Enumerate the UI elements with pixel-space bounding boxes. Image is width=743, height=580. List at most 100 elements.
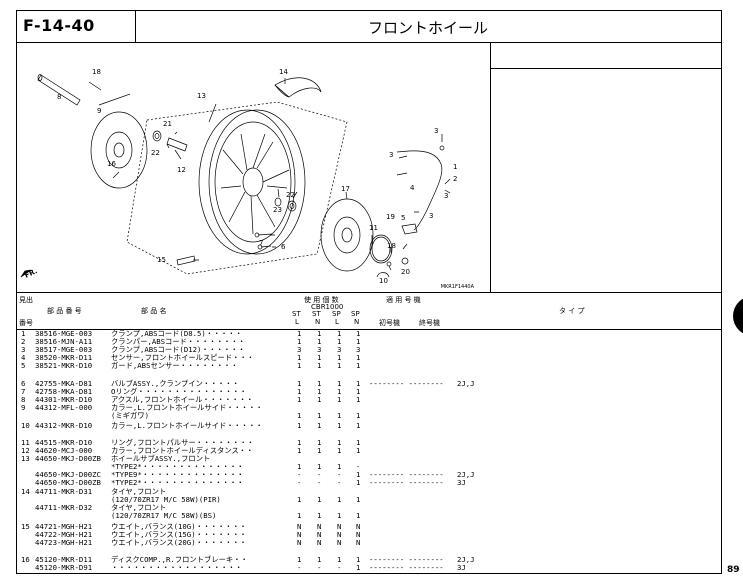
callout-19: 19 bbox=[386, 213, 395, 221]
col-qty-4-bottom: N bbox=[354, 318, 360, 326]
row-part-number: 44515-MKR-D10 bbox=[35, 438, 93, 447]
row-qty-3: 1 bbox=[337, 462, 342, 471]
row-serial-range: -------- -------- bbox=[369, 478, 444, 487]
row-qty-4: 1 bbox=[356, 563, 361, 572]
row-qty-2: 1 bbox=[317, 438, 322, 447]
row-qty-4: 1 bbox=[356, 421, 361, 430]
row-part-name: ウエイト,バランス(15G)・・・・・・・ bbox=[111, 530, 247, 539]
row-qty-4: 1 bbox=[356, 446, 361, 455]
row-ref-number: 6 bbox=[21, 379, 26, 388]
row-qty-1: N bbox=[297, 530, 302, 539]
diagram-code: MKR1F1440A bbox=[440, 284, 474, 290]
row-qty-4: 1 bbox=[356, 411, 361, 420]
row-part-name: カラー,フロントホイールディスタンス・・ bbox=[111, 446, 254, 455]
col-qty-2-bottom: N bbox=[315, 318, 321, 326]
row-qty-3: 1 bbox=[337, 421, 342, 430]
row-part-number: 42758-MKA-D81 bbox=[35, 387, 93, 396]
row-qty-3: - bbox=[337, 563, 342, 572]
row-ref-number: 11 bbox=[21, 438, 30, 447]
row-qty-1: 3 bbox=[297, 345, 302, 354]
row-part-number: 45120-MKR-D11 bbox=[35, 555, 93, 564]
callout-2: 2 bbox=[453, 175, 457, 183]
row-serial-range: -------- -------- bbox=[369, 555, 444, 564]
row-ref-number: 15 bbox=[21, 522, 30, 531]
row-qty-4: 1 bbox=[356, 387, 361, 396]
row-qty-4: 1 bbox=[356, 470, 361, 479]
callout-5: 5 bbox=[401, 214, 405, 222]
row-part-number: 44723-MGH-H21 bbox=[35, 538, 93, 547]
callout-13: 13 bbox=[197, 92, 206, 100]
page-number: 89 bbox=[727, 565, 740, 575]
row-qty-4: 3 bbox=[356, 345, 361, 354]
callout-18: 18 bbox=[92, 68, 101, 76]
header-divider bbox=[135, 11, 136, 42]
row-qty-1: - bbox=[297, 470, 302, 479]
row-qty-2: N bbox=[317, 530, 322, 539]
row-qty-3: 1 bbox=[337, 387, 342, 396]
col-first-no: 初号機 bbox=[379, 319, 400, 327]
callout-6: 6 bbox=[281, 243, 286, 251]
row-qty-1: 1 bbox=[297, 411, 302, 420]
row-qty-2: 1 bbox=[317, 353, 322, 362]
row-part-number: 38517-MGE-003 bbox=[35, 345, 93, 354]
row-qty-2: 1 bbox=[317, 446, 322, 455]
row-type: 2J,J bbox=[457, 470, 475, 479]
row-qty-1: N bbox=[297, 522, 302, 531]
notes-box bbox=[490, 42, 721, 292]
row-ref-number: 4 bbox=[21, 353, 26, 362]
row-qty-3: 1 bbox=[337, 329, 342, 338]
callout-14: 14 bbox=[279, 68, 288, 76]
callout-9: 9 bbox=[97, 107, 101, 115]
col-part-no: 部 品 番 号 bbox=[47, 307, 82, 315]
row-qty-2: 3 bbox=[317, 345, 322, 354]
row-part-number: 44722-MGH-H21 bbox=[35, 530, 93, 539]
row-ref-number: 14 bbox=[21, 487, 30, 496]
row-qty-1: 1 bbox=[297, 438, 302, 447]
row-qty-4: 1 bbox=[356, 395, 361, 404]
row-qty-3: N bbox=[337, 538, 342, 547]
row-part-name: ディスクCOMP.,R.フロントブレーキ・・ bbox=[111, 555, 248, 564]
callout-3b: 3 bbox=[434, 127, 438, 135]
row-qty-1: - bbox=[297, 563, 302, 572]
wheel-diagram-svg: 18 9 8 16 13 14 21 22 12 22 23 7 6 15 17… bbox=[20, 68, 457, 285]
callout-17: 17 bbox=[341, 185, 350, 193]
row-qty-1: N bbox=[297, 538, 302, 547]
row-part-name: リング,フロントパルサー・・・・・・・・ bbox=[111, 438, 255, 447]
table-row: 44650-MKJ-D00ZB*TYPE2*・・・・・・・・・・・・・・---1… bbox=[17, 478, 717, 487]
row-part-name: ガード,ABSセンサー・・・・・・・・ bbox=[111, 361, 239, 370]
row-part-name: ・・・・・・・・・・・・・・・・・・ bbox=[111, 563, 243, 572]
callout-3a: 3 bbox=[389, 151, 393, 159]
row-qty-3: 1 bbox=[337, 446, 342, 455]
row-qty-1: 1 bbox=[297, 421, 302, 430]
row-part-number: 45120-MKR-D91 bbox=[35, 563, 93, 572]
callout-12: 12 bbox=[177, 166, 186, 174]
row-part-number: 42755-MKA-D81 bbox=[35, 379, 93, 388]
row-qty-2: - bbox=[317, 563, 322, 572]
row-part-name: *TYPE2*・・・・・・・・・・・・・・ bbox=[111, 462, 244, 471]
row-part-name: タイヤ,フロント bbox=[111, 487, 167, 496]
row-qty-2: 1 bbox=[317, 495, 322, 504]
row-part-name: (120/70ZR17 M/C 58W)(PIR) bbox=[111, 495, 221, 504]
row-part-number: 38520-MKR-D11 bbox=[35, 353, 93, 362]
row-qty-3: 1 bbox=[337, 511, 342, 520]
row-qty-2: 1 bbox=[317, 411, 322, 420]
row-qty-1: 1 bbox=[297, 329, 302, 338]
row-ref-number: 10 bbox=[21, 421, 30, 430]
row-part-name: Oリング・・・・・・・・・・・・・・・ bbox=[111, 387, 247, 396]
row-part-name: ウエイト,バランス(10G)・・・・・・・ bbox=[111, 522, 247, 531]
row-qty-3: - bbox=[337, 470, 342, 479]
row-qty-4: 1 bbox=[356, 337, 361, 346]
row-qty-3: 1 bbox=[337, 395, 342, 404]
callout-3c: 3 bbox=[444, 192, 448, 200]
row-qty-1: 1 bbox=[297, 511, 302, 520]
row-qty-3: 3 bbox=[337, 345, 342, 354]
row-ref-number: 16 bbox=[21, 555, 30, 564]
row-part-number: 44650-MKJ-D00ZB bbox=[35, 454, 101, 463]
row-part-name: カラー,L.フロントホイールサイド・・・・・ bbox=[111, 403, 263, 412]
